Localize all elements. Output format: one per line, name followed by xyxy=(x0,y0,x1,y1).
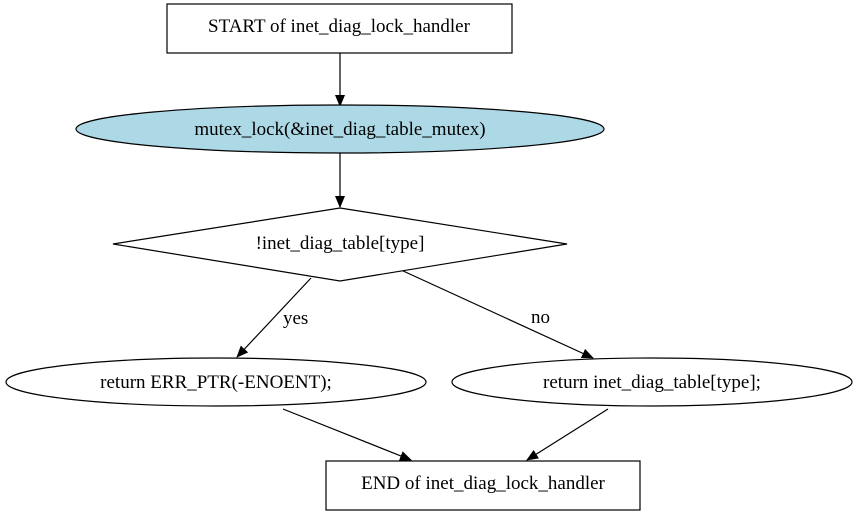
node-start-label: START of inet_diag_lock_handler xyxy=(208,16,471,37)
node-ret-table: return inet_diag_table[type]; xyxy=(451,357,853,407)
edge-decision-to-table xyxy=(400,269,594,359)
edge-label-yes: yes xyxy=(283,308,308,329)
node-ret-err-ellipse xyxy=(5,357,427,407)
node-start-box xyxy=(166,3,513,54)
node-decision-label: !inet_diag_table[type] xyxy=(256,233,425,254)
edge-err-to-end xyxy=(282,408,412,461)
node-lock: mutex_lock(&inet_diag_table_mutex) xyxy=(75,104,605,154)
edge-table-to-end xyxy=(526,408,609,461)
node-decision-diamond xyxy=(112,207,568,282)
edge-label-no: no xyxy=(531,307,550,328)
node-ret-err: return ERR_PTR(-ENOENT); xyxy=(5,357,427,407)
node-ret-table-ellipse xyxy=(451,357,853,407)
node-ret-table-label: return inet_diag_table[type]; xyxy=(543,372,761,393)
edges: yes no xyxy=(236,53,609,461)
node-decision: !inet_diag_table[type] xyxy=(112,207,568,282)
node-end: END of inet_diag_lock_handler xyxy=(325,460,641,511)
node-start: START of inet_diag_lock_handler xyxy=(166,3,513,54)
node-lock-label: mutex_lock(&inet_diag_table_mutex) xyxy=(194,119,485,140)
node-end-label: END of inet_diag_lock_handler xyxy=(361,473,605,494)
node-ret-err-label: return ERR_PTR(-ENOENT); xyxy=(100,372,332,393)
edge-decision-to-err xyxy=(236,277,312,358)
node-lock-ellipse xyxy=(75,104,605,154)
node-end-box xyxy=(325,460,641,511)
